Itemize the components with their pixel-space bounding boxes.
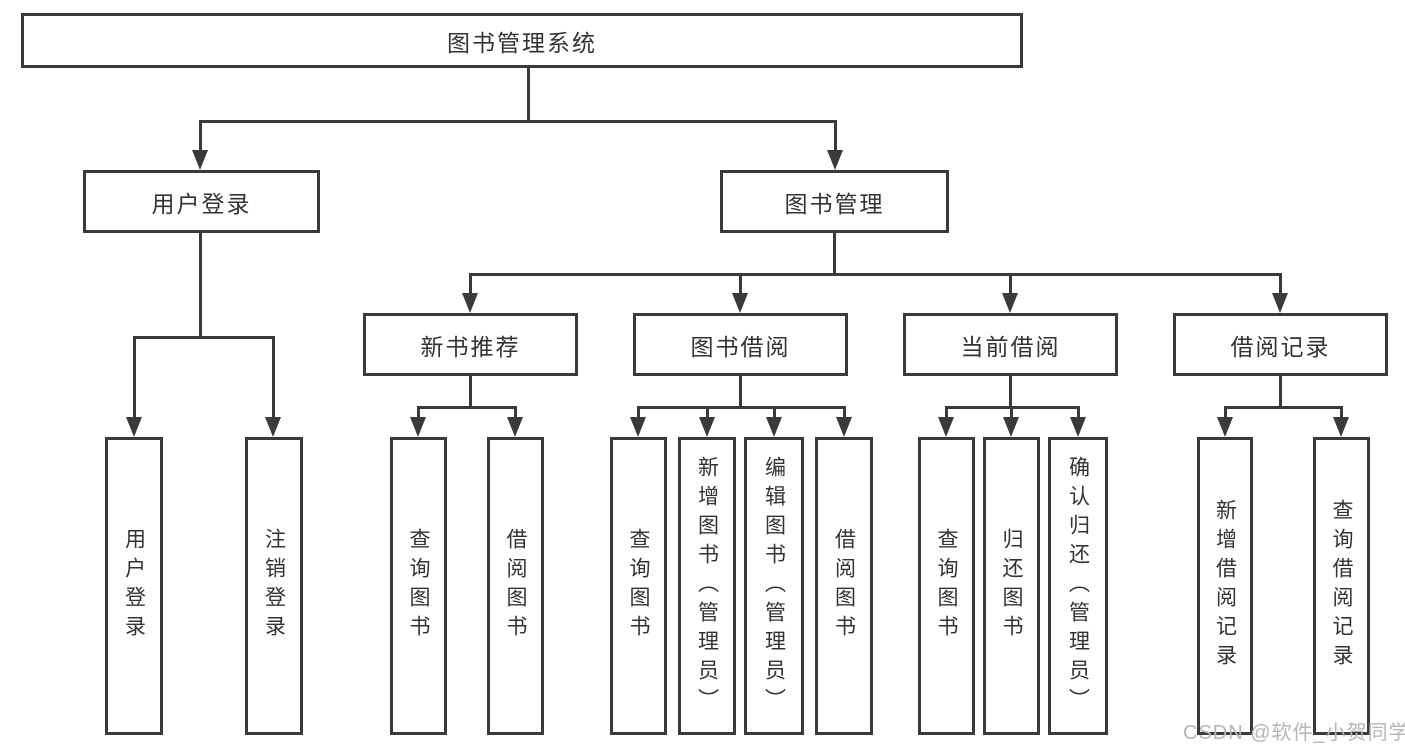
connector-book-mgmt-vertical <box>833 233 836 276</box>
leaf-records-query-record-label: 查询借阅记录 <box>1330 499 1353 673</box>
arrow-down-icon <box>1272 293 1288 313</box>
leaf-current-return-books: 归还图书 <box>983 437 1040 735</box>
arrow-down-icon <box>938 417 954 437</box>
node-user-login-label: 用户登录 <box>151 190 252 217</box>
arrow-down-icon <box>192 150 208 170</box>
arrow-down-icon <box>699 417 715 437</box>
arrow-down-icon <box>507 417 523 437</box>
leaf-records-add-record-label: 新增借阅记录 <box>1213 499 1237 673</box>
connector-stem <box>773 406 776 419</box>
connector-stem-book-mgmt <box>834 120 837 152</box>
arrow-down-icon <box>1070 417 1086 437</box>
leaf-newbook-query-books-label: 查询图书 <box>407 528 430 644</box>
connector-stem <box>637 406 640 419</box>
connector-stem-current-borrow <box>1009 273 1012 295</box>
node-book-borrowing-label: 图书借阅 <box>690 333 791 360</box>
connector-current-borrow-vertical <box>1009 376 1012 409</box>
leaf-newbook-query-books: 查询图书 <box>390 437 447 735</box>
node-root: 图书管理系统 <box>21 13 1023 68</box>
leaf-newbook-borrow-books: 借阅图书 <box>487 437 544 735</box>
connector-stem-book-borrow <box>739 273 742 295</box>
leaf-user-login-label: 用户登录 <box>122 528 146 644</box>
leaf-borrowing-borrow-books-label: 借阅图书 <box>832 528 856 644</box>
leaf-borrowing-query-books-label: 查询图书 <box>627 528 650 644</box>
node-book-management: 图书管理 <box>720 170 949 233</box>
connector-stem <box>1224 406 1227 419</box>
connector-root-horizontal <box>199 120 837 123</box>
leaf-newbook-borrow-books-label: 借阅图书 <box>504 528 527 644</box>
node-root-label: 图书管理系统 <box>447 29 597 56</box>
arrow-down-icon <box>462 293 478 313</box>
leaf-logout-login: 注销登录 <box>245 437 303 735</box>
connector-user-login-horizontal <box>133 336 275 339</box>
connector-book-borrow-vertical <box>739 376 742 409</box>
leaf-user-login: 用户登录 <box>105 437 163 735</box>
leaf-current-confirm-return-admin: 确认归还（管理员） <box>1048 437 1108 735</box>
arrow-down-icon <box>827 150 843 170</box>
leaf-logout-login-label: 注销登录 <box>262 528 286 644</box>
arrow-down-icon <box>766 417 782 437</box>
connector-root-vertical <box>527 68 530 123</box>
arrow-down-icon <box>126 417 142 437</box>
connector-stem <box>417 406 420 419</box>
connector-stem-new-book <box>469 273 472 295</box>
leaf-current-confirm-return-admin-label: 确认归还（管理员） <box>1066 455 1090 717</box>
connector-stem <box>706 406 709 419</box>
leaf-borrowing-borrow-books: 借阅图书 <box>815 437 873 735</box>
connector-book-borrow-horizontal <box>637 406 846 409</box>
connector-stem-borrow-record <box>1279 273 1282 295</box>
arrow-down-icon <box>265 417 281 437</box>
arrow-down-icon <box>630 417 646 437</box>
connector-stem <box>945 406 948 419</box>
node-new-book-recommendation: 新书推荐 <box>363 313 578 376</box>
connector-book-mgmt-horizontal <box>469 273 1282 276</box>
leaf-records-query-record: 查询借阅记录 <box>1313 437 1370 735</box>
node-book-management-label: 图书管理 <box>784 190 885 217</box>
leaf-borrowing-add-books-admin: 新增图书（管理员） <box>678 437 736 735</box>
connector-stem-leaf-user-login <box>133 336 136 419</box>
arrow-down-icon <box>1002 293 1018 313</box>
connector-stem <box>1077 406 1080 419</box>
arrow-down-icon <box>410 417 426 437</box>
connector-stem-user-login <box>199 120 202 152</box>
leaf-borrowing-query-books: 查询图书 <box>610 437 667 735</box>
connector-new-book-vertical <box>469 376 472 409</box>
connector-user-login-vertical <box>199 233 202 339</box>
leaf-borrowing-edit-books-admin: 编辑图书（管理员） <box>744 437 804 735</box>
arrow-down-icon <box>1333 417 1349 437</box>
arrow-down-icon <box>836 417 852 437</box>
leaf-borrowing-edit-books-admin-label: 编辑图书（管理员） <box>762 455 786 717</box>
node-borrowing-records-label: 借阅记录 <box>1230 333 1331 360</box>
connector-stem <box>843 406 846 419</box>
leaf-records-add-record: 新增借阅记录 <box>1197 437 1253 735</box>
node-new-book-recommendation-label: 新书推荐 <box>420 333 521 360</box>
node-current-borrowing-label: 当前借阅 <box>960 333 1061 360</box>
connector-stem-leaf-logout <box>272 336 275 419</box>
connector-stem <box>1340 406 1343 419</box>
arrow-down-icon <box>1003 417 1019 437</box>
arrow-down-icon <box>1217 417 1233 437</box>
node-user-login: 用户登录 <box>83 170 320 233</box>
leaf-borrowing-add-books-admin-label: 新增图书（管理员） <box>695 455 719 717</box>
node-book-borrowing: 图书借阅 <box>633 313 848 376</box>
connector-new-book-horizontal <box>417 406 517 409</box>
node-borrowing-records: 借阅记录 <box>1173 313 1388 376</box>
leaf-current-query-books-label: 查询图书 <box>935 528 958 644</box>
connector-stem <box>514 406 517 419</box>
leaf-current-query-books: 查询图书 <box>918 437 975 735</box>
connector-borrow-record-vertical <box>1279 376 1282 409</box>
csdn-watermark: CSDN @软件_小贺同学 <box>1183 722 1405 744</box>
leaf-current-return-books-label: 归还图书 <box>1000 528 1023 644</box>
connector-borrow-record-horizontal <box>1224 406 1343 409</box>
node-current-borrowing: 当前借阅 <box>903 313 1118 376</box>
arrow-down-icon <box>732 293 748 313</box>
connector-stem <box>1010 406 1013 419</box>
